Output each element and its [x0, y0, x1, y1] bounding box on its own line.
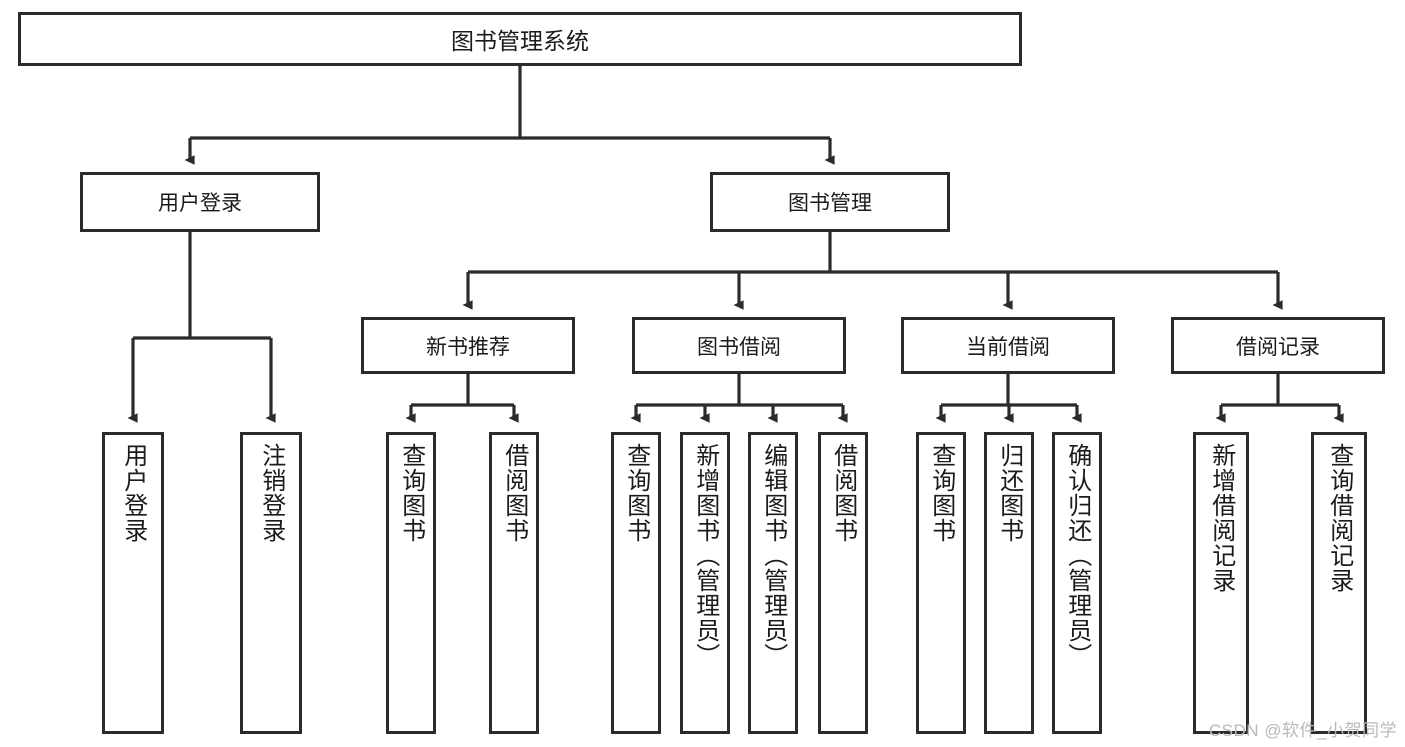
node-leaf-bb-add-book[interactable]: 新增图书（管理员）	[680, 432, 730, 734]
node-leaf-bb-edit-book-label: 编辑图书（管理员）	[759, 443, 787, 668]
node-current-borrow[interactable]: 当前借阅	[901, 317, 1115, 374]
node-leaf-user-logout-label: 注销登录	[257, 443, 285, 543]
node-leaf-rec-borrow-book-label: 借阅图书	[500, 443, 528, 543]
node-leaf-bb-query-book[interactable]: 查询图书	[611, 432, 661, 734]
node-leaf-br-query-record[interactable]: 查询借阅记录	[1311, 432, 1367, 734]
node-book-borrow-label: 图书借阅	[697, 335, 781, 359]
node-borrow-record[interactable]: 借阅记录	[1171, 317, 1385, 374]
node-book-manage-label: 图书管理	[788, 192, 872, 215]
node-leaf-rec-query-book[interactable]: 查询图书	[386, 432, 436, 734]
node-borrow-record-label: 借阅记录	[1236, 335, 1320, 359]
node-leaf-cb-confirm-return[interactable]: 确认归还（管理员）	[1052, 432, 1102, 734]
node-current-borrow-label: 当前借阅	[966, 335, 1050, 359]
node-book-manage[interactable]: 图书管理	[710, 172, 950, 232]
node-leaf-rec-query-book-label: 查询图书	[397, 443, 425, 543]
node-leaf-br-add-record-label: 新增借阅记录	[1207, 443, 1235, 593]
node-leaf-bb-query-book-label: 查询图书	[622, 443, 650, 543]
node-leaf-user-login[interactable]: 用户登录	[102, 432, 164, 734]
node-root-label: 图书管理系统	[451, 28, 589, 54]
node-new-book-recommend-label: 新书推荐	[426, 335, 510, 359]
node-leaf-bb-borrow-book[interactable]: 借阅图书	[818, 432, 868, 734]
node-leaf-cb-query-book[interactable]: 查询图书	[916, 432, 966, 734]
node-leaf-user-login-label: 用户登录	[119, 443, 147, 543]
node-user-login[interactable]: 用户登录	[80, 172, 320, 232]
node-user-login-label: 用户登录	[158, 192, 242, 215]
node-leaf-cb-query-book-label: 查询图书	[927, 443, 955, 543]
node-leaf-cb-return-book-label: 归还图书	[995, 443, 1023, 543]
node-leaf-br-query-record-label: 查询借阅记录	[1325, 443, 1353, 593]
node-leaf-bb-add-book-label: 新增图书（管理员）	[691, 443, 719, 668]
node-root[interactable]: 图书管理系统	[18, 12, 1022, 66]
node-new-book-recommend[interactable]: 新书推荐	[361, 317, 575, 374]
node-leaf-cb-confirm-return-label: 确认归还（管理员）	[1063, 443, 1091, 668]
node-leaf-bb-edit-book[interactable]: 编辑图书（管理员）	[748, 432, 798, 734]
node-leaf-cb-return-book[interactable]: 归还图书	[984, 432, 1034, 734]
node-book-borrow[interactable]: 图书借阅	[632, 317, 846, 374]
node-leaf-bb-borrow-book-label: 借阅图书	[829, 443, 857, 543]
node-leaf-br-add-record[interactable]: 新增借阅记录	[1193, 432, 1249, 734]
node-leaf-rec-borrow-book[interactable]: 借阅图书	[489, 432, 539, 734]
node-leaf-user-logout[interactable]: 注销登录	[240, 432, 302, 734]
